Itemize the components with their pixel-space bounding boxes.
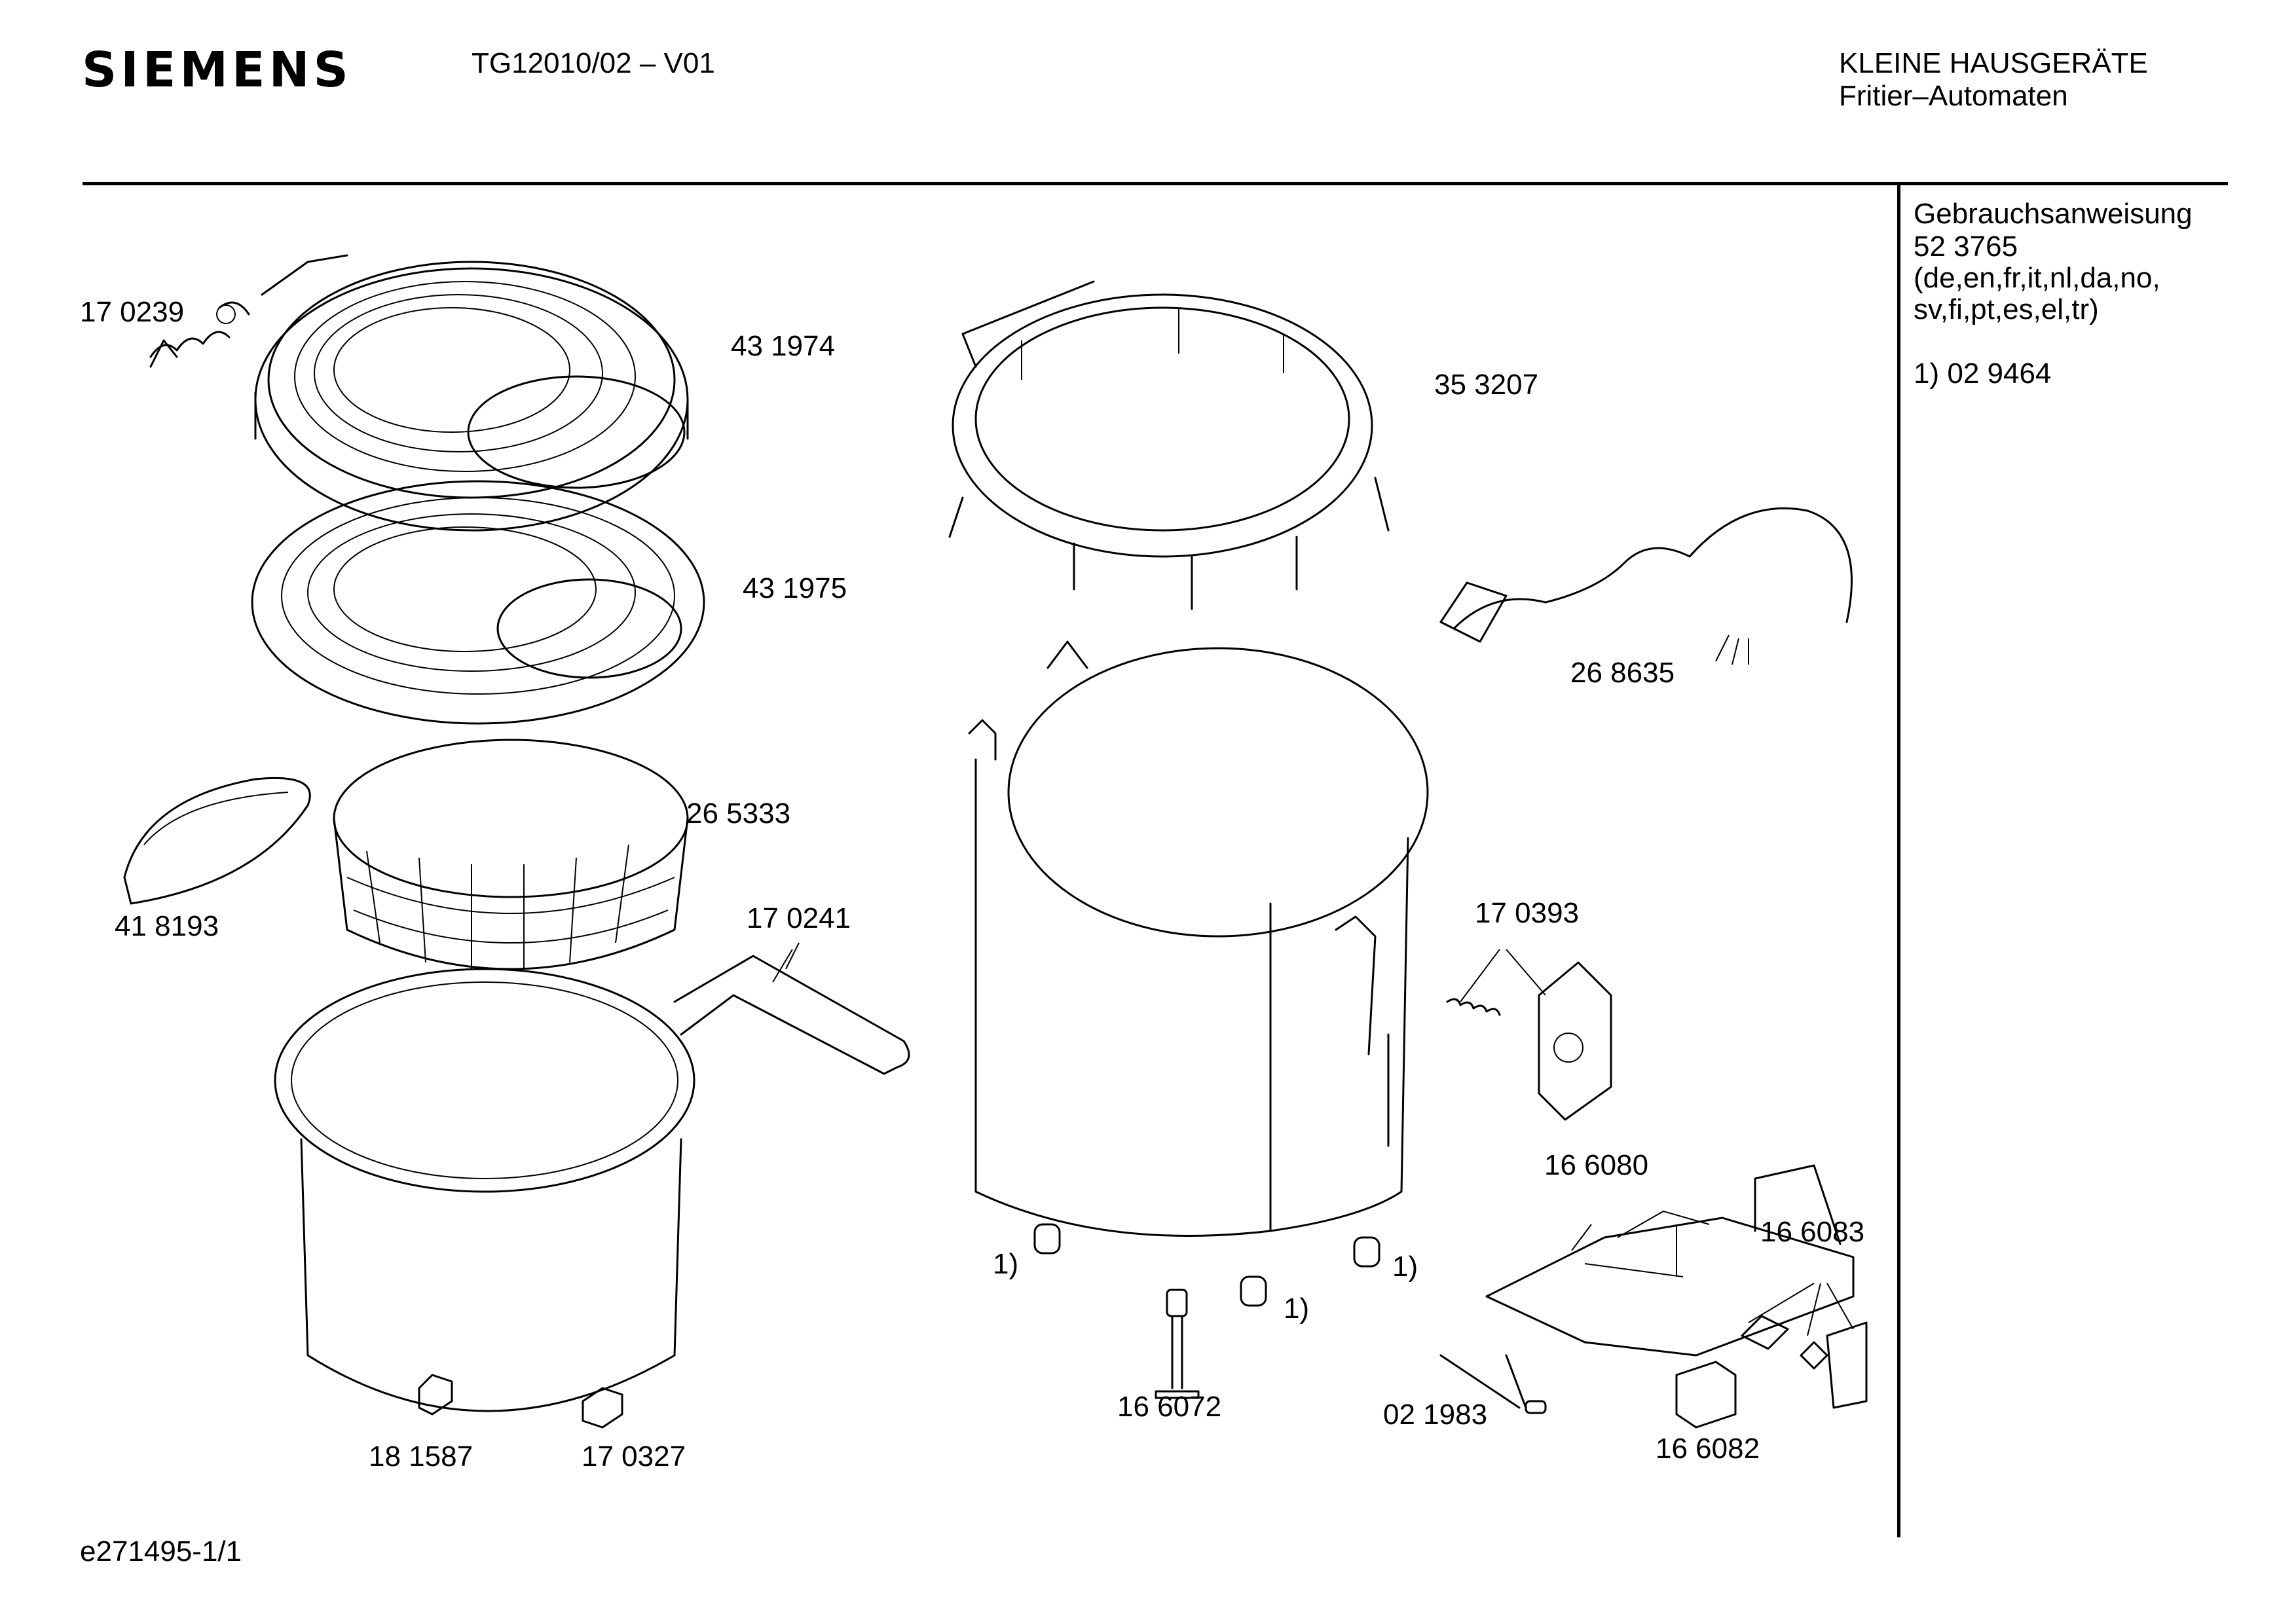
- support-ring-part: [948, 280, 1390, 610]
- part-label-170327: 17 0327: [582, 1440, 686, 1473]
- power-cord-part: [1439, 507, 1853, 665]
- spring-clip-part: [149, 301, 250, 368]
- thermal-fuse-part: [1439, 1354, 1547, 1414]
- basket-handle-part: [673, 942, 910, 1075]
- part-label-170239: 17 0239: [80, 296, 185, 328]
- category-title: KLEINE HAUSGERÄTE: [1839, 47, 2148, 79]
- part-label-166082: 16 6082: [1656, 1433, 1760, 1465]
- part-label-265333: 26 5333: [686, 797, 791, 830]
- manual-title: Gebrauchsanweisung: [1914, 198, 2193, 230]
- part-label-166072: 16 6072: [1117, 1391, 1222, 1423]
- screw-part: [1155, 1289, 1200, 1399]
- footnote-mark-foot-right: 1): [1392, 1251, 1418, 1283]
- manual-number: 52 3765: [1914, 230, 2018, 263]
- small-clip-parts: [418, 1374, 623, 1429]
- part-label-418193: 41 8193: [115, 910, 219, 942]
- part-label-353207: 35 3207: [1434, 369, 1539, 401]
- footnote-part-number: 1) 02 9464: [1914, 357, 2052, 390]
- footnote-mark-foot-middle: 1): [1284, 1292, 1310, 1325]
- siemens-logo: SIEMENS: [82, 42, 352, 98]
- oil-container-part: [274, 968, 695, 1412]
- switch-block-part: [1675, 1361, 1737, 1429]
- category-subtitle: Fritier–Automaten: [1839, 80, 2068, 112]
- model-number: TG12010/02 – V01: [472, 47, 715, 79]
- control-knob-parts: [1741, 1283, 1868, 1409]
- part-label-431974: 43 1974: [731, 330, 836, 362]
- sidebar-divider: [1897, 185, 1900, 1537]
- part-label-431975: 43 1975: [743, 572, 847, 604]
- header-rule: [83, 182, 2228, 185]
- filter-plate-part: [251, 480, 705, 725]
- part-label-268635: 26 8635: [1570, 657, 1675, 689]
- footnote-mark-foot-left: 1): [993, 1248, 1019, 1280]
- part-label-166080: 16 6080: [1544, 1149, 1649, 1181]
- part-label-170393: 17 0393: [1475, 897, 1580, 929]
- part-label-166083: 16 6083: [1760, 1216, 1865, 1248]
- manual-languages: (de,en,fr,it,nl,da,no,: [1914, 262, 2160, 294]
- control-board-part: [1485, 1164, 1855, 1357]
- frying-basket-part: [333, 739, 689, 970]
- lid-part: [254, 254, 689, 532]
- drawing-id: e271495-1/1: [80, 1535, 242, 1567]
- latch-part: [1446, 949, 1612, 1121]
- part-label-021983: 02 1983: [1383, 1399, 1488, 1431]
- housing-part: [968, 640, 1429, 1237]
- leader-lines: [772, 949, 1592, 1251]
- part-label-181587: 18 1587: [369, 1440, 473, 1473]
- part-label-170241: 17 0241: [747, 902, 851, 934]
- foot-parts: [1033, 1223, 1380, 1307]
- handle-cover-part: [123, 777, 311, 905]
- manual-languages-cont: sv,fi,pt,es,el,tr): [1914, 293, 2099, 325]
